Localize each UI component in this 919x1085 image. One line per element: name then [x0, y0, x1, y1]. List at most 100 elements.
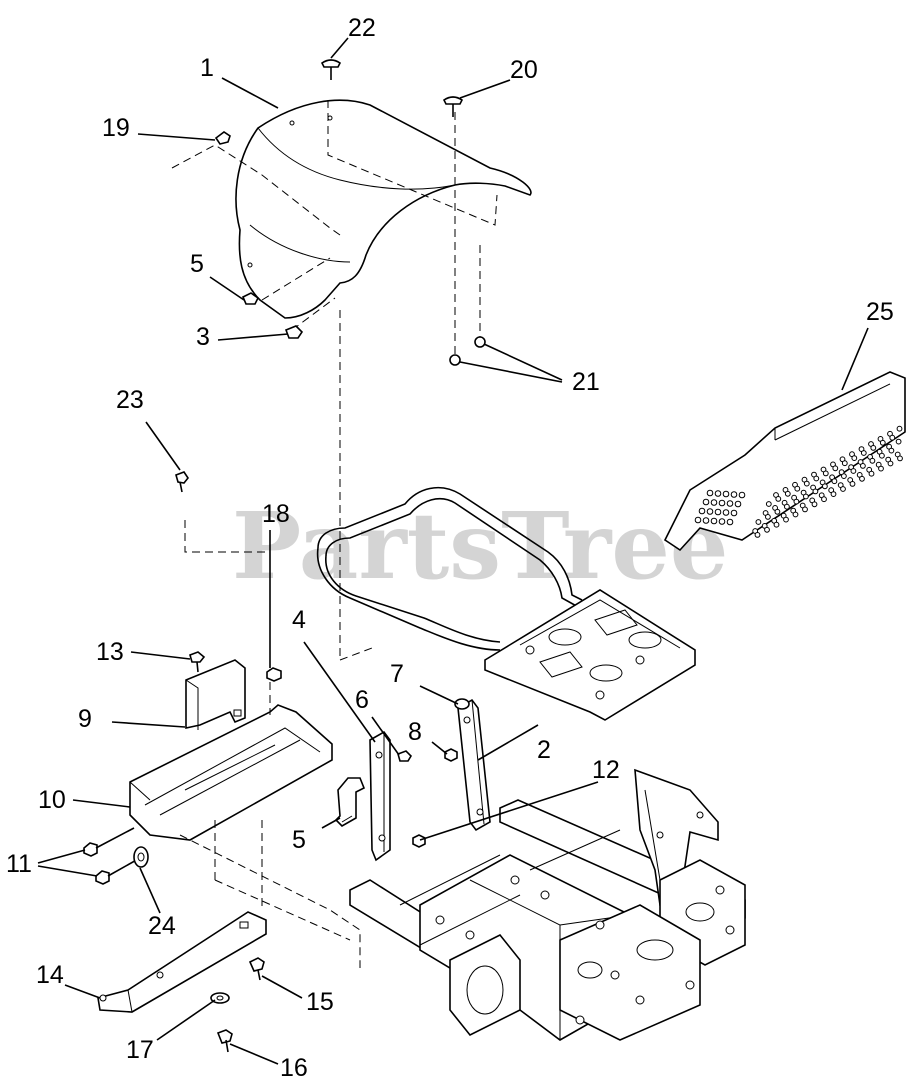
hardware-21-nuts[interactable] — [449, 336, 486, 366]
hardware-13-bolt[interactable] — [189, 651, 206, 673]
perforation-hole — [803, 480, 810, 487]
perforation-hole — [754, 532, 761, 538]
callout-25: 25 — [866, 298, 894, 326]
watermark: PartsTree — [232, 492, 728, 600]
hardware-7-knob[interactable] — [454, 698, 470, 710]
hardware-17-washer[interactable] — [210, 992, 230, 1004]
perforation-hole — [812, 488, 819, 495]
leader-lines — [37, 37, 869, 1065]
perforation-hole — [860, 463, 866, 469]
perforation-hole — [887, 460, 894, 467]
hardware-15-bolt[interactable] — [248, 957, 265, 981]
perforation-hole — [714, 490, 722, 497]
part-1-fender-cover[interactable] — [235, 99, 532, 319]
hardware-18-nut[interactable] — [266, 667, 282, 682]
part-5-lower-clip[interactable] — [334, 777, 366, 827]
perforation-hole — [802, 506, 808, 513]
hardware-5-clip-upper[interactable] — [241, 292, 260, 305]
callout-13: 13 — [96, 638, 124, 666]
perforation-hole — [773, 521, 780, 528]
perforation-hole — [896, 425, 903, 432]
callout-24: 24 — [148, 912, 176, 940]
perforation-hole — [698, 507, 706, 515]
perforation-hole — [860, 450, 867, 456]
perforation-hole — [821, 496, 827, 503]
callout-5-lower: 5 — [292, 826, 306, 854]
perforation-hole — [822, 483, 828, 490]
perforation-hole — [878, 465, 884, 472]
perforation-hole — [870, 445, 877, 451]
hardware-24-washer[interactable] — [133, 846, 149, 868]
callout-11: 11 — [6, 850, 32, 878]
perforation-hole — [879, 439, 886, 446]
part-4-support-arm[interactable] — [369, 730, 391, 862]
perforation-hole — [841, 473, 847, 480]
perforation-hole — [722, 509, 730, 516]
perforation-hole — [726, 518, 734, 526]
perforation-hole — [851, 455, 858, 462]
seat-support-pan[interactable] — [484, 589, 696, 721]
tractor-main-frame[interactable] — [349, 768, 746, 1041]
callout-20: 20 — [510, 56, 538, 84]
hardware-20-screw[interactable] — [442, 96, 464, 117]
perforation-hole — [730, 509, 738, 517]
perforation-hole — [793, 498, 800, 505]
perforation-hole — [803, 493, 809, 500]
perforation-hole — [702, 498, 710, 506]
perforation-hole — [722, 490, 730, 498]
hardware-16-bolt[interactable] — [216, 1029, 233, 1053]
perforation-hole — [710, 517, 718, 525]
part-14-bracket[interactable] — [97, 911, 267, 1013]
callout-16: 16 — [280, 1054, 308, 1082]
hardware-3-bolt[interactable] — [284, 325, 304, 339]
perforation-hole — [784, 490, 791, 497]
hardware-23-screw[interactable] — [175, 471, 189, 493]
callout-18: 18 — [262, 500, 290, 528]
perforation-hole — [734, 500, 742, 508]
hardware-6-bolt[interactable] — [397, 750, 413, 762]
perforation-hole — [868, 470, 875, 477]
perforation-hole — [822, 470, 829, 477]
perforation-hole — [718, 518, 726, 525]
perforation-hole — [765, 501, 772, 507]
perforation-hole — [813, 475, 820, 482]
perforation-hole — [784, 503, 790, 510]
perforation-hole — [841, 460, 848, 467]
callout-15: 15 — [306, 988, 334, 1016]
perforation-hole — [694, 516, 702, 524]
perforation-hole — [765, 514, 771, 520]
part-2-support-arm[interactable] — [457, 698, 491, 832]
perforation-hole — [895, 438, 902, 445]
callout-labels: 1 2 3 4 5 5 6 7 8 9 10 11 12 13 14 15 16… — [6, 14, 894, 1082]
part-25-perforated-shield[interactable] — [663, 371, 906, 552]
perforation-hole — [764, 526, 770, 533]
perforation-hole — [783, 516, 789, 523]
perforation-hole — [840, 486, 846, 492]
seat-frame-tube[interactable] — [316, 486, 583, 651]
perforation-hole — [706, 508, 714, 515]
hardware-12-nut[interactable] — [412, 834, 426, 848]
callout-6: 6 — [355, 686, 369, 714]
perforation-hole — [755, 519, 762, 525]
perforation-hole — [775, 496, 782, 502]
part-10-seat-base[interactable] — [129, 704, 333, 841]
perforation-hole — [879, 452, 885, 459]
hardware-22-screw[interactable] — [320, 59, 342, 80]
callout-5-upper: 5 — [190, 250, 204, 278]
perforation-hole — [792, 511, 799, 518]
hardware-8-nut[interactable] — [444, 748, 458, 762]
perforation-hole — [849, 481, 856, 487]
perforation-hole — [726, 500, 734, 507]
part-9-bracket[interactable] — [185, 659, 246, 730]
perforation-hole — [738, 491, 746, 499]
callout-10: 10 — [38, 786, 66, 814]
perforation-hole — [774, 508, 781, 515]
hardware-19-screw[interactable] — [214, 131, 231, 145]
perforation-hole — [850, 468, 857, 474]
callout-4: 4 — [292, 606, 306, 634]
perforation-hole — [811, 501, 818, 508]
callout-12: 12 — [592, 756, 620, 784]
callout-8: 8 — [408, 718, 422, 746]
perforation-hole — [710, 499, 718, 506]
